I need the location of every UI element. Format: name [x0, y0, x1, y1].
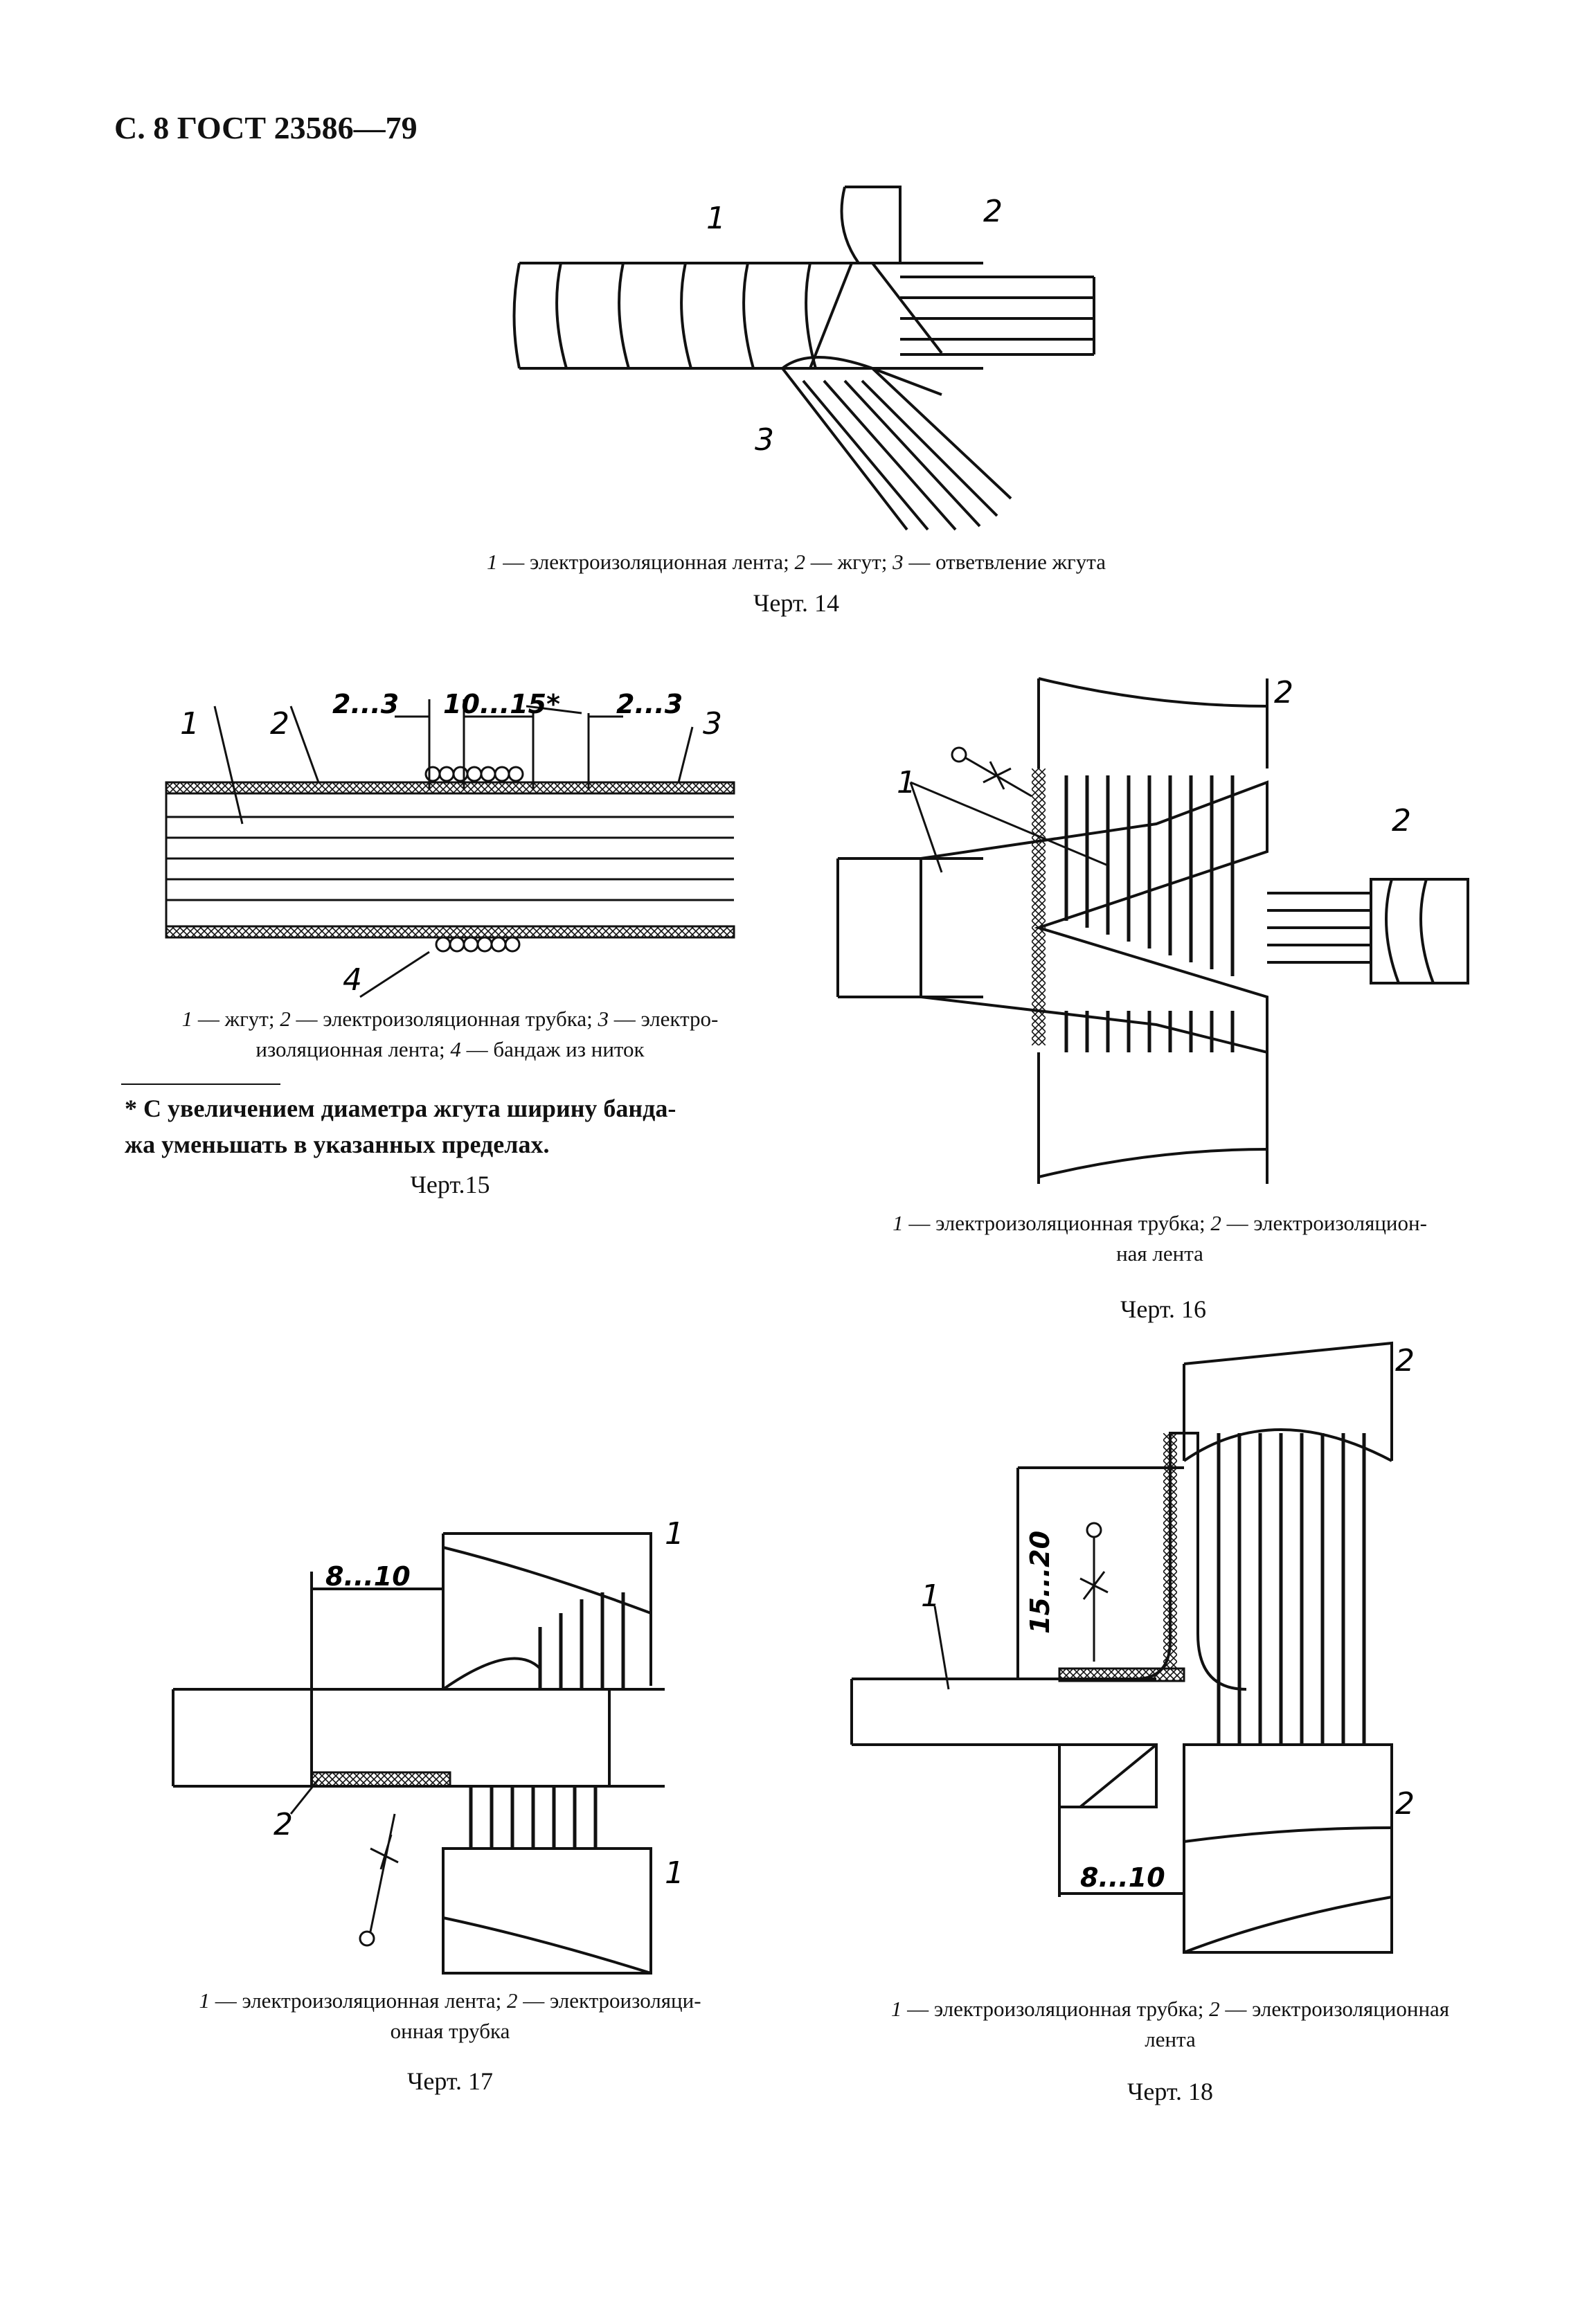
- fig16-label-2-right: 2: [1392, 803, 1411, 838]
- figure-14-title: Черт. 14: [753, 589, 839, 617]
- figure-17-drawing: 8...10 1 1 2: [172, 1516, 684, 1975]
- fig15-dim-center: 10...15*: [443, 689, 560, 719]
- figure-16-title: Черт. 16: [1120, 1295, 1206, 1323]
- fig18-label-2-top: 2: [1395, 1343, 1415, 1378]
- figure-14-caption: 1 — электроизоляционная лента; 2 — жгут;…: [487, 550, 1106, 574]
- fig16-label-2-top: 2: [1274, 675, 1293, 710]
- figure-15-drawing: 2...3 10...15* 2...3 1 2 3 4: [165, 689, 735, 998]
- figure-15-caption: 1 — жгут; 2 — электроизоляционная трубка…: [181, 1007, 719, 1061]
- fig18-label-1: 1: [921, 1579, 940, 1614]
- figure-16-caption: 1 — электроизоляционная трубка; 2 — элек…: [893, 1211, 1427, 1266]
- fig14-label-2: 2: [983, 194, 1003, 229]
- figure-15-title: Черт.15: [410, 1171, 490, 1198]
- fig18-label-2-bottom: 2: [1395, 1786, 1415, 1822]
- fig17-label-1-bottom: 1: [665, 1855, 684, 1891]
- page-header: С. 8 ГОСТ 23586—79: [114, 110, 418, 145]
- footnote-rule: [121, 1083, 280, 1085]
- fig15-dim-right: 2...3: [616, 689, 683, 719]
- fig14-label-1: 1: [706, 201, 726, 236]
- figure-17-caption: 1 — электроизоляционная лента; 2 — элект…: [199, 1988, 701, 2043]
- fig16-label-1: 1: [897, 765, 916, 800]
- figure-15-footnote: * С увеличением диаметра жгута ширину ба…: [125, 1095, 676, 1158]
- fig17-label-1-top: 1: [665, 1516, 684, 1552]
- fig15-label-1: 1: [180, 706, 199, 741]
- fig18-dim-vertical: 15...20: [1025, 1531, 1055, 1634]
- fig14-label-3: 3: [755, 422, 774, 458]
- fig15-label-2: 2: [270, 706, 289, 741]
- fig15-dim-left: 2...3: [332, 689, 399, 719]
- fig15-label-4: 4: [343, 962, 362, 998]
- figure-17-title: Черт. 17: [407, 2067, 493, 2095]
- fig17-label-2: 2: [274, 1807, 293, 1842]
- figure-16-drawing: 1 2 2: [836, 675, 1469, 1184]
- figure-18-title: Черт. 18: [1127, 2078, 1213, 2105]
- figure-18-caption: 1 — электроизоляционная трубка; 2 — элек…: [890, 1997, 1450, 2051]
- figure-14-drawing: 1 2 3: [512, 186, 1095, 531]
- figure-18-drawing: 15...20 8...10 1 2 2: [850, 1341, 1415, 1954]
- fig15-label-3: 3: [703, 706, 722, 741]
- fig17-dim: 8...10: [325, 1561, 411, 1592]
- fig18-dim-horizontal: 8...10: [1080, 1862, 1165, 1893]
